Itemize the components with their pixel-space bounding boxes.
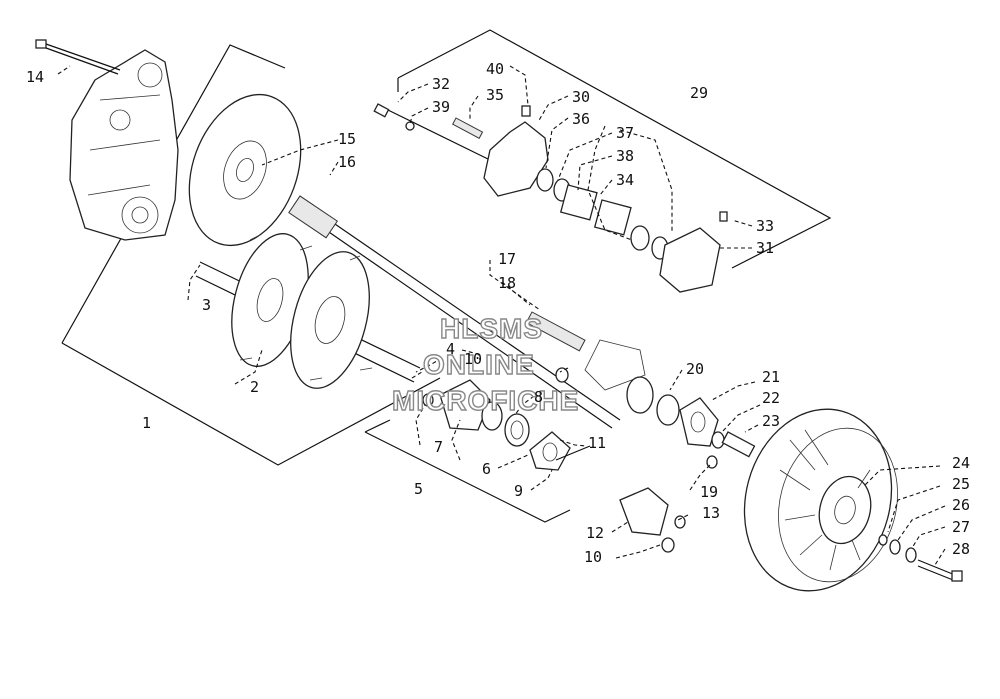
callout-12: 12	[586, 524, 604, 542]
callout-26: 26	[952, 496, 970, 514]
callout-29: 29	[690, 84, 708, 102]
callout-18: 18	[498, 274, 516, 292]
drive-sprocket-assembly-2	[195, 233, 421, 389]
callout-16: 16	[338, 153, 356, 171]
callout-40: 40	[486, 60, 504, 78]
callout-35: 35	[486, 86, 504, 104]
bearing-flange-parts	[422, 379, 591, 471]
callout-10-upper: 10	[464, 350, 482, 368]
brake-disc-15	[188, 93, 302, 247]
callout-10-lower: 10	[584, 548, 602, 566]
callout-4: 4	[446, 340, 455, 358]
callout-32: 32	[432, 75, 450, 93]
callout-25: 25	[952, 475, 970, 493]
callout-17: 17	[498, 250, 516, 268]
leader-lines	[57, 65, 946, 566]
callout-19: 19	[700, 483, 718, 501]
brake-caliper-assembly	[373, 103, 728, 293]
callout-23: 23	[762, 412, 780, 430]
callout-5: 5	[414, 480, 423, 498]
callout-3: 3	[202, 296, 211, 314]
driven-clutch-24	[743, 408, 898, 592]
callout-13: 13	[702, 504, 720, 522]
chaincase-housing	[69, 49, 179, 241]
callout-27: 27	[952, 518, 970, 536]
callout-6: 6	[482, 460, 491, 478]
callout-30: 30	[572, 88, 590, 106]
bolt-14	[35, 39, 121, 75]
watermark-line-1: HLSMS	[440, 313, 543, 344]
callout-labels: 1 2 3 4 5 6 7 8 9 10 10 11 12 13 14 15 1…	[26, 60, 970, 566]
callout-31: 31	[756, 239, 774, 257]
callout-28: 28	[952, 540, 970, 558]
flange-12-nuts	[555, 367, 686, 553]
watermark-line-3: MICROFICHE	[392, 385, 579, 416]
callout-15: 15	[338, 130, 356, 148]
washers-bolt-25-28	[878, 534, 963, 582]
callout-33: 33	[756, 217, 774, 235]
callout-38: 38	[616, 147, 634, 165]
callout-11: 11	[588, 434, 606, 452]
watermark-line-2: ONLINE	[423, 349, 535, 380]
callout-20: 20	[686, 360, 704, 378]
callout-21: 21	[762, 368, 780, 386]
callout-22: 22	[762, 389, 780, 407]
callout-14: 14	[26, 68, 44, 86]
callout-36: 36	[572, 110, 590, 128]
callout-9: 9	[514, 482, 523, 500]
callout-39: 39	[432, 98, 450, 116]
bracket-group-29	[397, 29, 832, 269]
callout-8: 8	[534, 388, 543, 406]
callout-7: 7	[434, 438, 443, 456]
jackshaft	[288, 195, 621, 429]
callout-2: 2	[250, 378, 259, 396]
bracket-group-5	[364, 419, 571, 523]
bracket-group-1	[61, 44, 441, 466]
callout-24: 24	[952, 454, 970, 472]
chain-17-18	[525, 311, 646, 391]
watermark: HLSMS ONLINE MICROFICHE	[391, 312, 579, 416]
callout-34: 34	[616, 171, 634, 189]
bearing-20-flange-21	[626, 376, 756, 469]
callout-1: 1	[142, 414, 151, 432]
callout-37: 37	[616, 124, 634, 142]
